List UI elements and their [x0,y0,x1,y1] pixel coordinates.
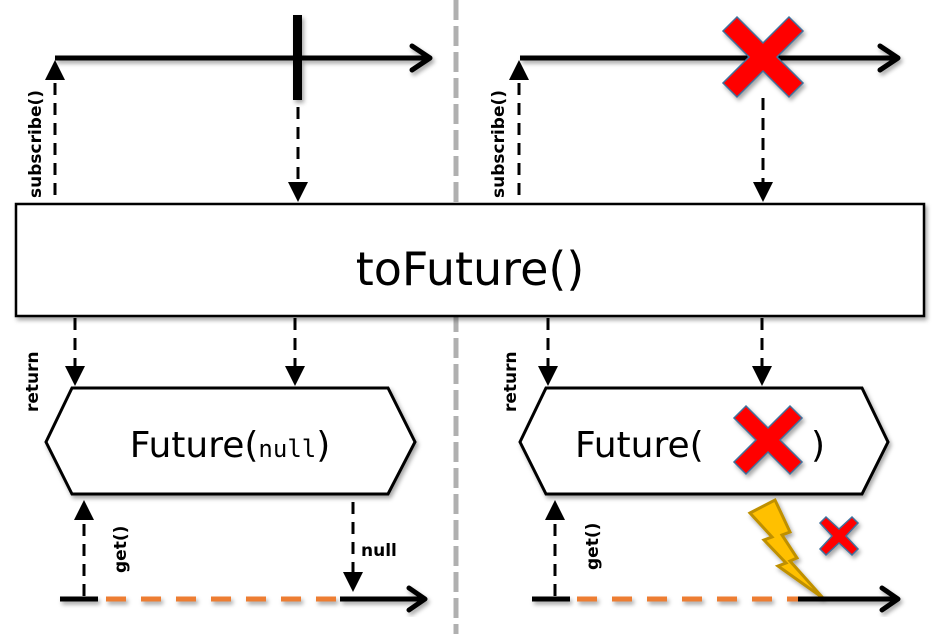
arrowhead-down-icon [285,366,305,386]
arrowhead-down-icon [288,182,308,202]
arrowhead-down-icon [343,572,363,592]
subscribe-label: subscribe() [489,90,509,198]
arrowhead-up-icon [74,500,94,520]
arrowhead-down-icon [752,366,772,386]
future-label-suffix: ) [811,425,825,466]
get-label: get() [111,526,131,573]
completion-marker [293,15,302,100]
future-node [44,386,417,496]
timeline-arrowhead-icon [879,585,901,613]
arrowhead-down-icon [538,366,558,386]
return-label: return [501,351,521,412]
get-label: get() [583,523,603,570]
arrowhead-up-icon [45,60,65,80]
operator-box [14,202,926,318]
timeline-arrowhead-icon [406,585,428,613]
error-value-icon [732,404,804,476]
arrowhead-down-icon [753,182,773,202]
arrowhead-up-icon [545,500,565,520]
future-label: Future( [575,425,704,466]
error-marker-icon [721,15,805,99]
timeline-arrowhead-icon [877,43,901,73]
future-label: Future(null) [130,425,331,466]
lightning-icon [747,497,825,600]
return-label: return [23,351,43,412]
arrowhead-down-icon [65,366,85,386]
operator-label: toFuture() [356,242,585,296]
exception-icon [818,515,860,557]
timeline-arrowhead-icon [409,43,433,73]
result-label: null [361,541,397,561]
subscribe-label: subscribe() [26,90,46,198]
arrowhead-up-icon [509,60,529,80]
success-panel: subscribe() return Future(null) get() nu… [23,15,433,613]
error-panel: subscribe() return Future( ) get() [489,15,901,613]
